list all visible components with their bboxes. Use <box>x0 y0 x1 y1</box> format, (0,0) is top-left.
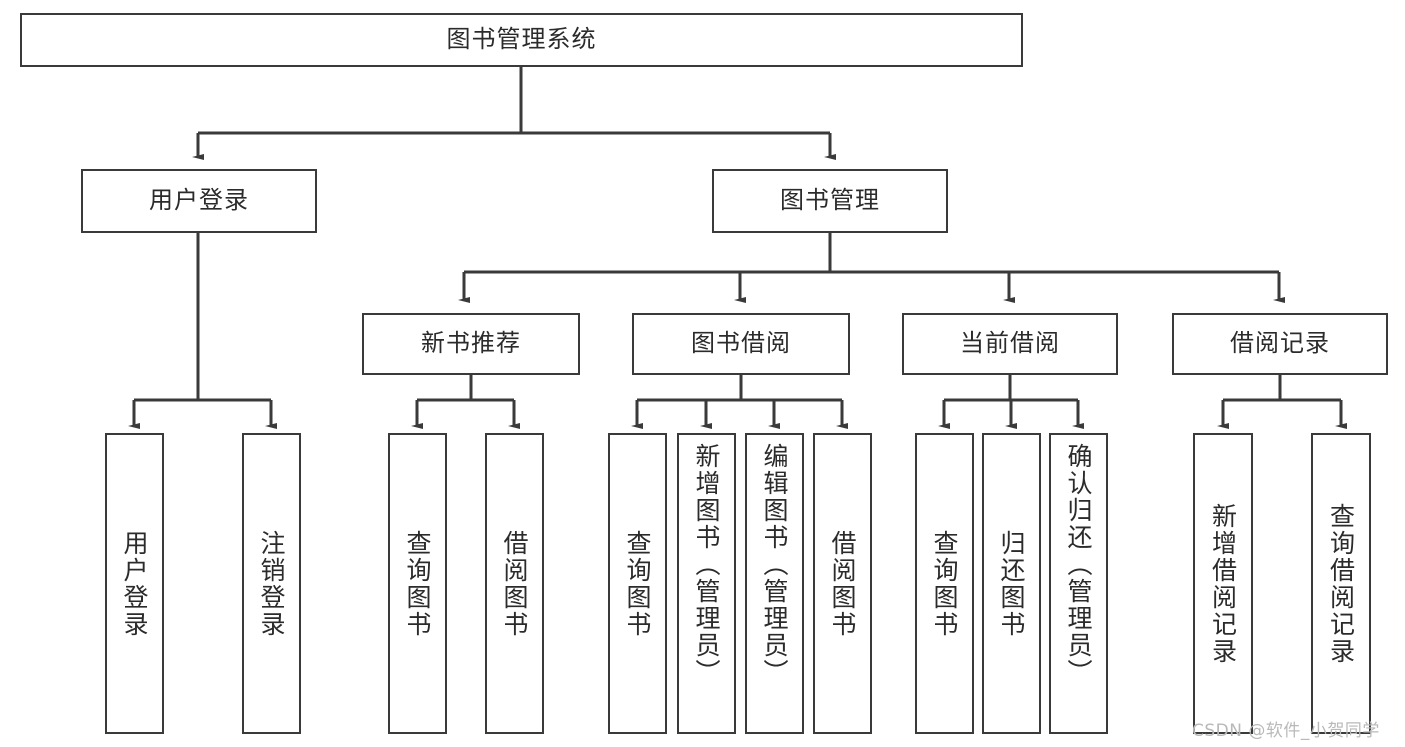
node-borrow-record[interactable]: 借阅记录 <box>1172 313 1388 375</box>
leaf-current-borrow-return-book[interactable]: 归还图书 <box>982 433 1041 734</box>
leaf-borrow-record-add-record[interactable]: 新增借阅记录 <box>1193 433 1253 734</box>
leaf-label: 注销登录 <box>257 529 286 638</box>
leaf-label: 借阅图书 <box>500 529 529 638</box>
leaf-current-borrow-query-book[interactable]: 查询图书 <box>915 433 974 734</box>
leaf-book-borrow-edit-book[interactable]: 编辑图书（管理员） <box>745 433 804 734</box>
leaf-book-borrow-add-book[interactable]: 新增图书（管理员） <box>677 433 736 734</box>
leaf-borrow-record-query-record[interactable]: 查询借阅记录 <box>1311 433 1371 734</box>
node-book-management-label: 图书管理 <box>780 186 880 215</box>
node-root-label: 图书管理系统 <box>446 25 597 54</box>
leaf-book-borrow-query-book[interactable]: 查询图书 <box>608 433 667 734</box>
leaf-label: 归还图书 <box>997 529 1026 638</box>
leaf-label: 用户登录 <box>120 529 149 638</box>
leaf-label: 查询借阅记录 <box>1326 502 1356 665</box>
node-book-borrow[interactable]: 图书借阅 <box>632 313 850 375</box>
leaf-label: 查询图书 <box>930 529 959 638</box>
node-user-login-label: 用户登录 <box>149 186 249 215</box>
leaf-current-borrow-confirm-return[interactable]: 确认归还（管理员） <box>1049 433 1108 734</box>
leaf-new-book-borrow-book[interactable]: 借阅图书 <box>485 433 544 734</box>
leaf-label: 查询图书 <box>623 529 652 638</box>
leaf-label: 新增借阅记录 <box>1208 502 1238 665</box>
leaf-label: 确认归还（管理员） <box>1064 443 1093 686</box>
leaf-user-login-logout[interactable]: 注销登录 <box>242 433 301 734</box>
leaf-book-borrow-borrow-book[interactable]: 借阅图书 <box>813 433 872 734</box>
watermark: CSDN @软件_小贺同学 <box>1192 721 1380 741</box>
leaf-label: 新增图书（管理员） <box>692 443 721 686</box>
node-current-borrow[interactable]: 当前借阅 <box>902 313 1118 375</box>
leaf-label: 查询图书 <box>403 529 432 638</box>
node-book-borrow-label: 图书借阅 <box>691 329 791 358</box>
node-book-management[interactable]: 图书管理 <box>712 169 948 233</box>
node-root[interactable]: 图书管理系统 <box>20 13 1023 67</box>
node-new-book-recommend-label: 新书推荐 <box>421 329 521 358</box>
node-new-book-recommend[interactable]: 新书推荐 <box>362 313 580 375</box>
leaf-label: 编辑图书（管理员） <box>760 443 789 686</box>
leaf-user-login-login[interactable]: 用户登录 <box>105 433 164 734</box>
node-user-login[interactable]: 用户登录 <box>81 169 317 233</box>
leaf-label: 借阅图书 <box>828 529 857 638</box>
node-borrow-record-label: 借阅记录 <box>1230 329 1330 358</box>
leaf-new-book-query-book[interactable]: 查询图书 <box>388 433 447 734</box>
node-current-borrow-label: 当前借阅 <box>960 329 1060 358</box>
